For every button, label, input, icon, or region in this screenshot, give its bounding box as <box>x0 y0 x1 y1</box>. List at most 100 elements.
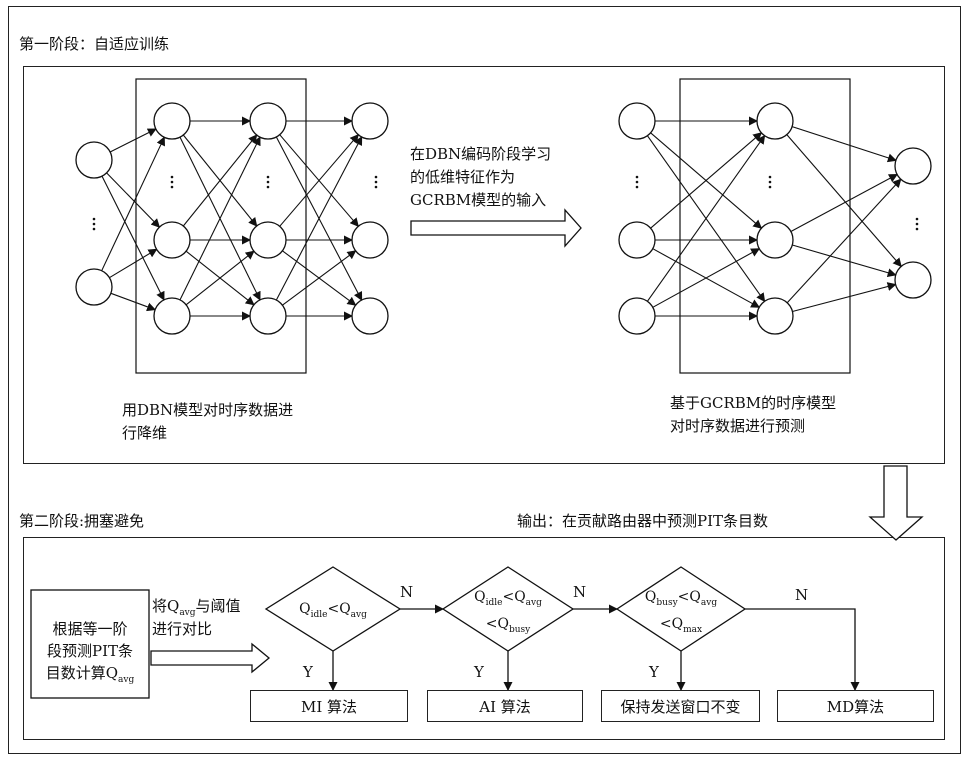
dbn-ellipsis-l3-0 <box>267 176 270 179</box>
dbn-ellipsis-l4-2 <box>375 186 378 189</box>
dbn-node-1-0 <box>154 103 190 139</box>
start-box-line3: 目数计算Qavg <box>31 662 149 691</box>
d2-line1: Qidle<Qavg <box>445 587 571 614</box>
no-arrow-3 <box>745 609 855 690</box>
compare-rest: 与阈值 <box>196 597 241 615</box>
d3-line2: <Qmax <box>619 614 743 641</box>
result-mi-algorithm: MI 算法 <box>250 690 408 722</box>
gcrbm-l2-l3-edge-1-0 <box>791 175 897 232</box>
gcrbm-node-0-0 <box>619 103 655 139</box>
dbn-ellipsis-l1-2 <box>93 228 96 231</box>
start-box-line3-text: 目数计算Q <box>46 664 118 682</box>
dbn-node-3-2 <box>352 298 388 334</box>
transfer-text-line1: 在DBN编码阶段学习 <box>410 143 551 165</box>
stage1-transfer-arrow <box>411 210 581 246</box>
start-box-text: 根据等一阶 段预测PIT条 目数计算Qavg <box>31 618 149 691</box>
gcrbm-ellipsis-l2-1 <box>769 181 772 184</box>
d3-line1: Qbusy<Qavg <box>619 587 743 614</box>
gcrbm-ellipsis-l3-1 <box>916 223 919 226</box>
d2-op2: < <box>486 616 498 632</box>
start-box-line1: 根据等一阶 <box>31 618 149 640</box>
compare-q-sub: avg <box>179 608 195 618</box>
gcrbm-node-1-2 <box>757 298 793 334</box>
dbn-ellipsis-l2-0 <box>171 176 174 179</box>
gcrbm-caption-line1: 基于GCRBM的时序模型 <box>670 392 836 414</box>
start-box-line2: 段预测PIT条 <box>31 640 149 662</box>
gcrbm-l2-l3-edge-2-1 <box>792 285 895 312</box>
gcrbm-l2-l3-edge-0-0 <box>792 127 896 161</box>
dbn-ellipsis-l2-1 <box>171 181 174 184</box>
gcrbm-ellipsis-l2-2 <box>769 186 772 189</box>
d2-q1: Q <box>474 589 485 605</box>
dbn-l1-l2-edge-0-0 <box>110 129 156 152</box>
d3-op2: < <box>660 616 672 632</box>
d2-line2: <Qbusy <box>445 614 571 641</box>
result-md-algorithm: MD算法 <box>777 690 934 722</box>
d2-s2: avg <box>526 598 542 608</box>
yes-label-3: Y <box>649 661 659 683</box>
dbn-caption-line1: 用DBN模型对时序数据进 <box>122 399 293 421</box>
decision-2-text: Qidle<Qavg <Qbusy <box>445 587 571 641</box>
gcrbm-ellipsis-l3-2 <box>916 228 919 231</box>
dbn-node-3-1 <box>352 222 388 258</box>
compare-line2: 进行对比 <box>152 618 212 640</box>
d3-q3: Q <box>672 616 683 632</box>
gcrbm-ellipsis-l1-0 <box>636 176 639 179</box>
compare-q: 将Q <box>152 597 179 615</box>
yes-label-1: Y <box>303 661 313 683</box>
dbn-ellipsis-l3-2 <box>267 186 270 189</box>
dbn-l1-l2-edge-1-2 <box>111 293 155 309</box>
result-keep-window: 保持发送窗口不变 <box>601 690 760 722</box>
stage-transition-arrow <box>870 466 922 540</box>
gcrbm-ellipsis-l3-0 <box>916 218 919 221</box>
d2-op1: < <box>502 589 514 605</box>
d2-s3: busy <box>509 625 530 635</box>
d2-s1: idle <box>486 598 503 608</box>
d1-op1: < <box>327 601 339 617</box>
no-label-3: N <box>795 584 808 606</box>
no-label-2: N <box>573 581 586 603</box>
yes-label-2: Y <box>474 661 484 683</box>
dbn-node-3-0 <box>352 103 388 139</box>
gcrbm-l2-l3-edge-1-1 <box>792 245 895 275</box>
d1-q1: Q <box>299 601 310 617</box>
gcrbm-node-1-0 <box>757 103 793 139</box>
compare-arrow <box>151 644 269 672</box>
gcrbm-ellipsis-l2-0 <box>769 176 772 179</box>
gcrbm-node-1-1 <box>757 222 793 258</box>
decision-1-text: Qidle<Qavg <box>268 598 398 626</box>
dbn-ellipsis-l1-0 <box>93 218 96 221</box>
dbn-ellipsis-l4-1 <box>375 181 378 184</box>
no-label-1: N <box>400 581 413 603</box>
gcrbm-ellipsis-l1-1 <box>636 181 639 184</box>
decision-3-text: Qbusy<Qavg <Qmax <box>619 587 743 641</box>
d2-q2: Q <box>514 589 525 605</box>
dbn-node-0-1 <box>76 269 112 305</box>
gcrbm-ellipsis-l1-2 <box>636 186 639 189</box>
start-box-line3-sub: avg <box>118 675 134 685</box>
transfer-text-line2: 的低维特征作为 <box>410 166 515 188</box>
d2-q3: Q <box>497 616 508 632</box>
dbn-caption-line2: 行降维 <box>122 422 167 444</box>
d3-q1: Q <box>645 589 656 605</box>
dbn-node-1-1 <box>154 222 190 258</box>
dbn-ellipsis-l3-1 <box>267 181 270 184</box>
result-ai-algorithm: AI 算法 <box>427 690 583 722</box>
dbn-ellipsis-l2-2 <box>171 186 174 189</box>
dbn-ellipsis-l4-0 <box>375 176 378 179</box>
dbn-node-2-0 <box>250 103 286 139</box>
gcrbm-caption-line2: 对时序数据进行预测 <box>670 415 805 437</box>
d3-s2: avg <box>701 598 717 608</box>
gcrbm-l2-l3-edge-0-1 <box>787 135 901 267</box>
d1-s2: avg <box>351 610 367 620</box>
gcrbm-node-2-0 <box>895 148 931 184</box>
d3-s3: max <box>683 625 702 635</box>
dbn-ellipsis-l1-1 <box>93 223 96 226</box>
dbn-node-1-2 <box>154 298 190 334</box>
d3-s1: busy <box>656 598 677 608</box>
dbn-node-2-2 <box>250 298 286 334</box>
dbn-node-2-1 <box>250 222 286 258</box>
gcrbm-l2-l3-edge-2-0 <box>787 179 901 303</box>
d1-s1: idle <box>311 610 328 620</box>
gcrbm-node-0-2 <box>619 298 655 334</box>
